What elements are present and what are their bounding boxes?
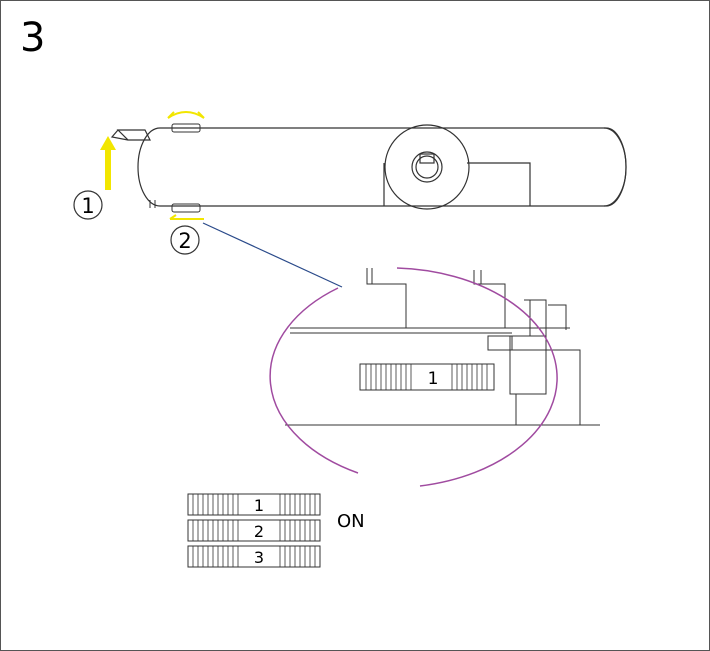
on-label: ON xyxy=(337,511,365,532)
callout-1-text: 1 xyxy=(81,194,94,218)
device-body xyxy=(137,124,627,210)
rotate-arrow-top xyxy=(167,111,205,119)
step-number: 3 xyxy=(20,15,46,61)
wheel-legend-ridges xyxy=(192,494,316,567)
leader-line xyxy=(202,222,343,288)
wheel-legend xyxy=(187,493,321,568)
magnified-wheel-number: 1 xyxy=(428,369,439,389)
wheel-legend-3: 3 xyxy=(254,548,264,567)
callout-2: 2 xyxy=(170,225,200,255)
wheel-legend-1: 1 xyxy=(254,496,264,515)
wheel-legend-2: 2 xyxy=(254,522,264,541)
knurled-wheel xyxy=(149,123,201,213)
callout-1: 1 xyxy=(73,190,103,220)
lever-tab xyxy=(110,129,151,141)
magnifier-outline xyxy=(269,267,558,487)
magnified-wheel-ridges xyxy=(365,364,488,390)
magnified-detail xyxy=(285,268,600,426)
callout-2-text: 2 xyxy=(178,229,191,253)
lift-arrow xyxy=(100,136,116,190)
rotate-arrow-bottom xyxy=(169,214,204,220)
